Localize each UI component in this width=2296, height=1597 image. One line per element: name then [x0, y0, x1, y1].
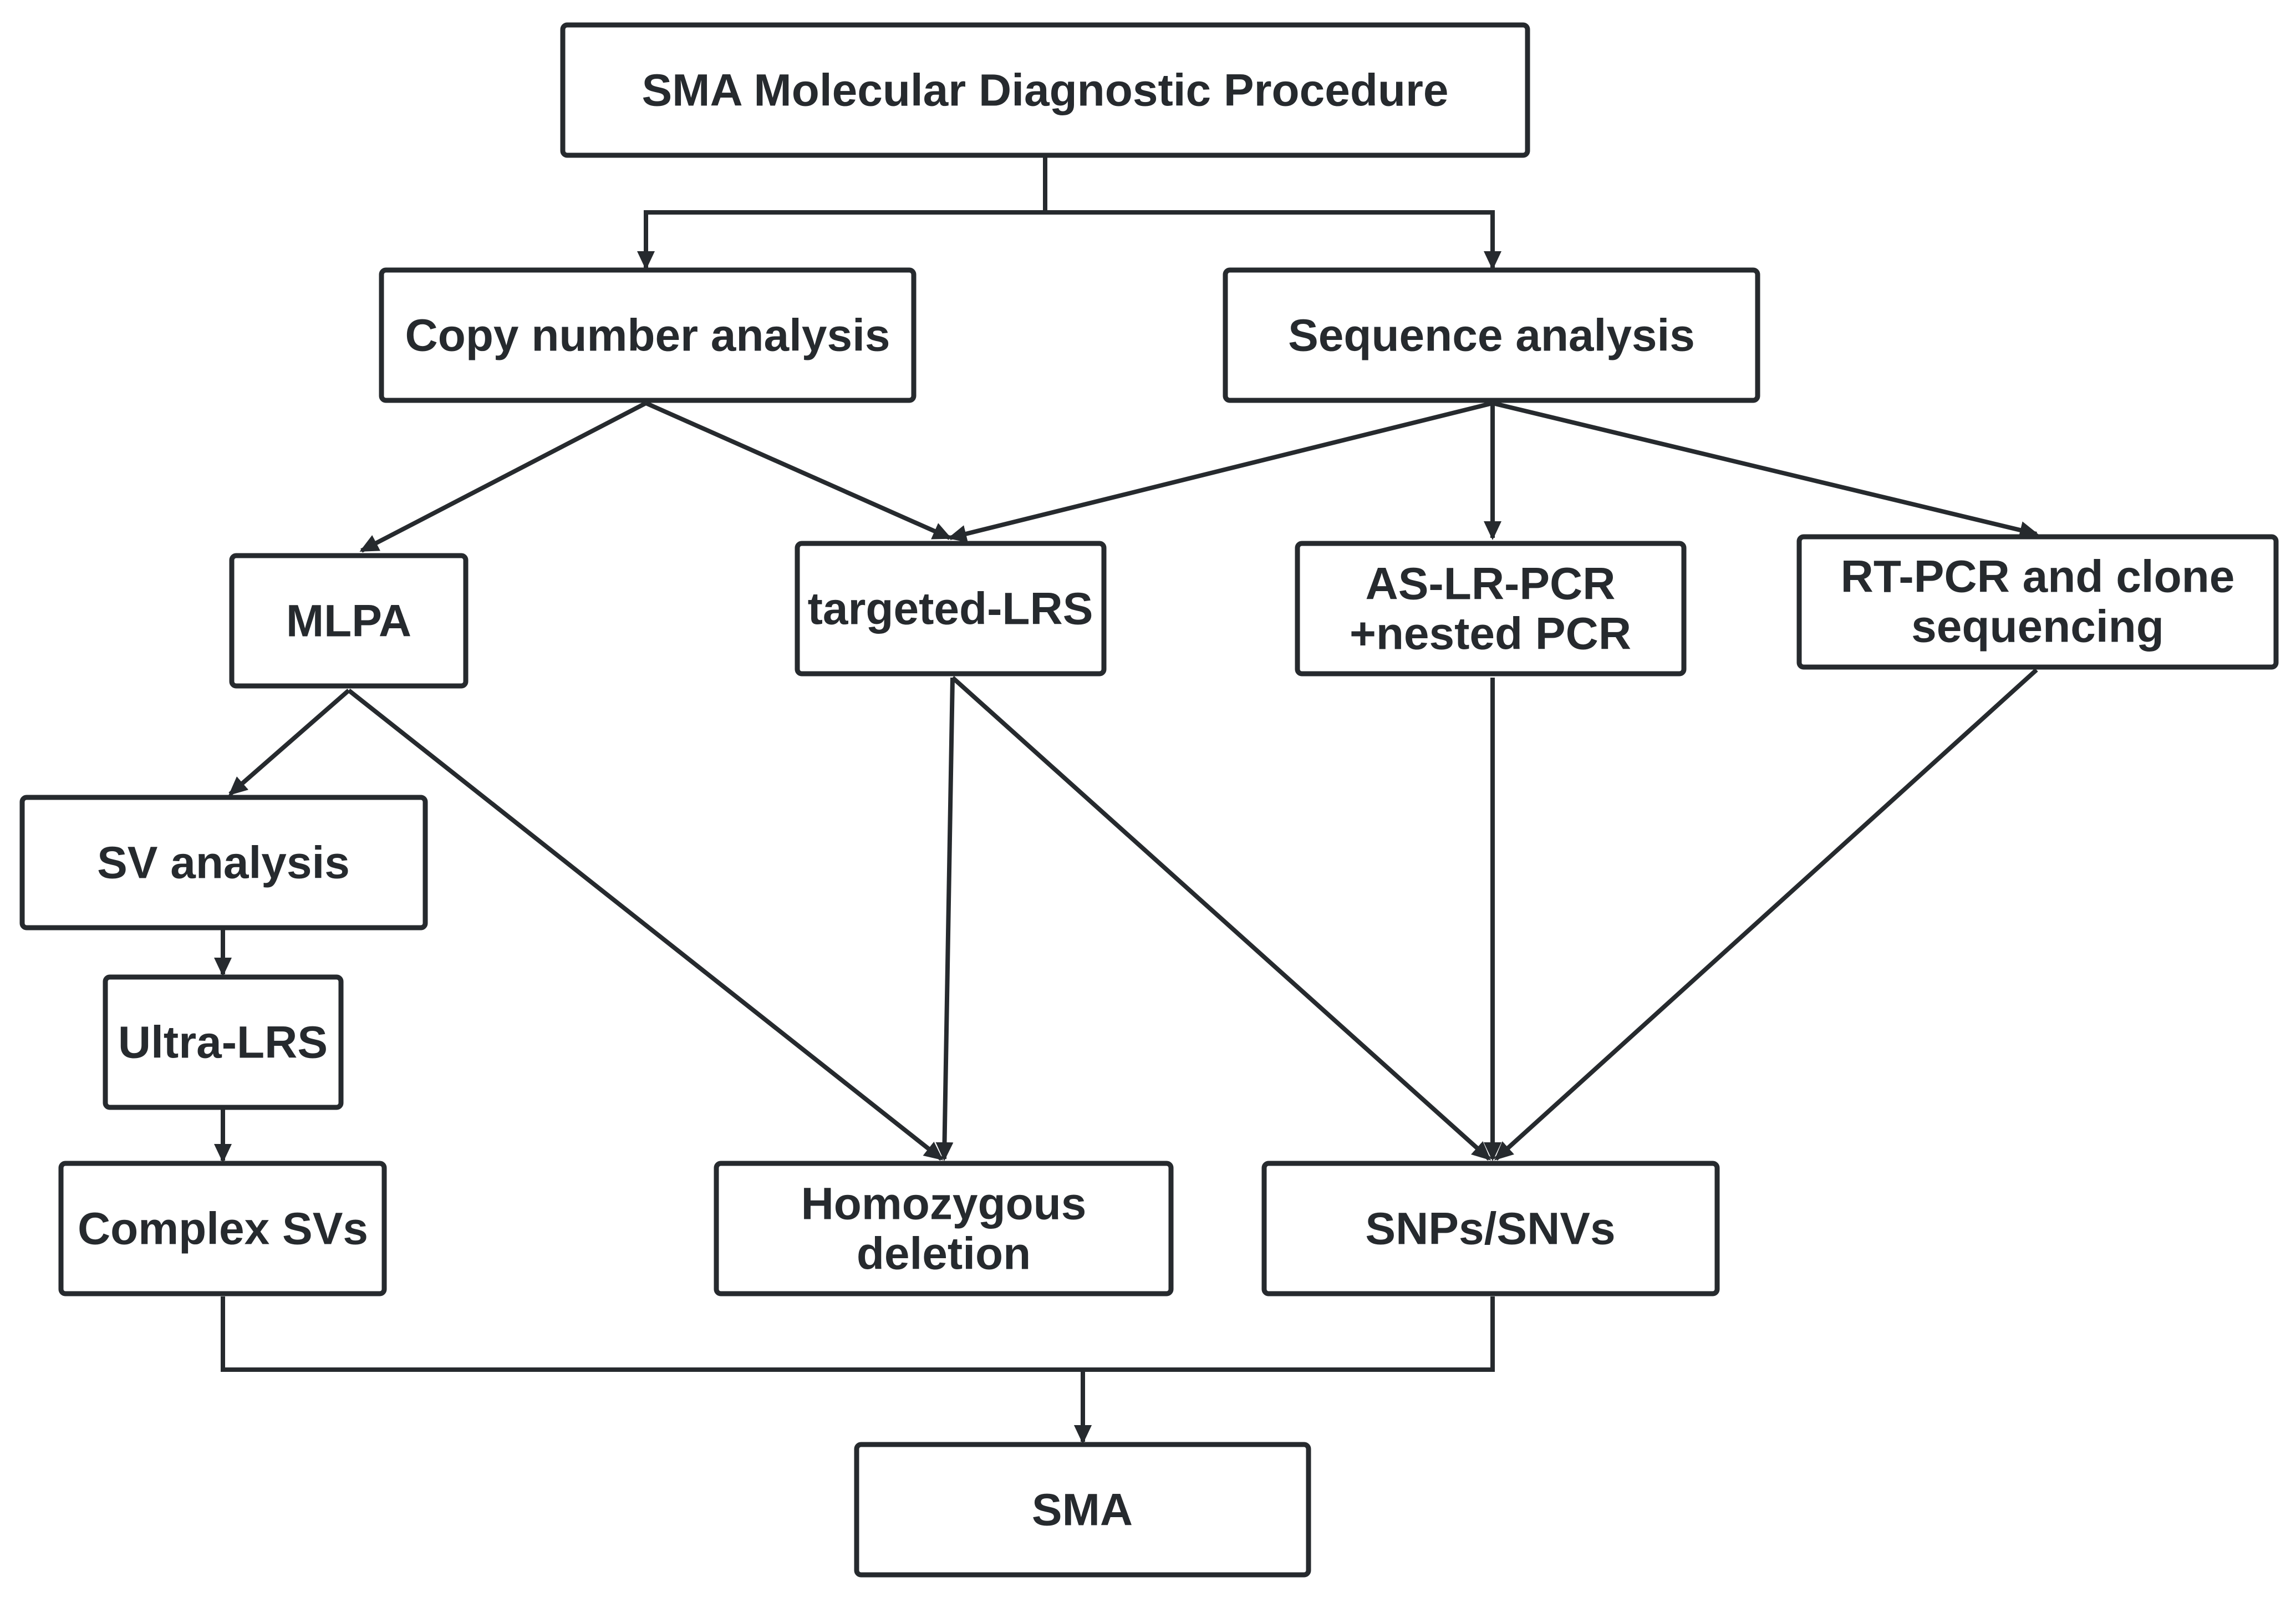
edge-procedure-to-copy-number — [637, 155, 1047, 270]
node-homozygous-label-line2: deletion — [857, 1229, 1031, 1279]
edge-complex-svs-to-sma — [221, 1296, 1092, 1444]
node-procedure: SMA Molecular Diagnostic Procedure — [560, 22, 1530, 158]
edge-targeted-lrs-to-snps — [951, 676, 1491, 1161]
edge-sequence-to-rt-pcr — [1492, 401, 2039, 539]
node-complex-svs-box — [58, 1161, 387, 1296]
node-as-lr-pcr-label-line1: AS-LR-PCR — [1366, 559, 1616, 609]
node-homozygous-box — [714, 1161, 1174, 1296]
edge-mlpa-to-homozygous — [347, 688, 944, 1161]
node-ultra-lrs: Ultra-LRS — [103, 974, 344, 1110]
node-homozygous: Homozygous deletion — [714, 1161, 1174, 1296]
node-sma-label: SMA — [1032, 1485, 1133, 1535]
node-sequence-box — [1223, 267, 1760, 403]
node-ultra-lrs-box — [103, 974, 344, 1110]
node-rt-pcr-box — [1796, 534, 2279, 670]
edge-snps-to-sma — [1074, 1296, 1495, 1444]
edge-mlpa-to-sv-analysis — [228, 688, 350, 796]
node-complex-svs: Complex SVs — [58, 1161, 387, 1296]
node-sv-analysis-label: SV analysis — [97, 838, 350, 888]
node-snps-box — [1261, 1161, 1720, 1296]
node-rt-pcr-label-line1: RT-PCR and clone — [1841, 552, 2235, 602]
node-copy-number: Copy number analysis — [379, 267, 917, 403]
edge-copy-number-to-targeted-lrs — [645, 401, 952, 540]
node-rt-pcr: RT-PCR and clone sequencing — [1796, 534, 2279, 670]
node-rt-pcr-label-line2: sequencing — [1911, 602, 2164, 652]
node-snps: SNPs/SNVs — [1261, 1161, 1720, 1296]
node-snps-label: SNPs/SNVs — [1365, 1204, 1615, 1254]
node-mlpa: MLPA — [229, 553, 469, 689]
node-targeted-lrs-label: targeted-LRS — [808, 584, 1093, 634]
node-sma-box — [854, 1442, 1311, 1578]
node-sequence-label: Sequence analysis — [1288, 311, 1695, 361]
node-sequence: Sequence analysis — [1223, 267, 1760, 403]
node-procedure-box — [560, 22, 1530, 158]
node-homozygous-label-line1: Homozygous — [801, 1179, 1087, 1229]
edges — [214, 155, 2039, 1444]
node-procedure-label: SMA Molecular Diagnostic Procedure — [642, 65, 1448, 116]
edge-rt-pcr-to-snps — [1494, 668, 2038, 1161]
node-targeted-lrs: targeted-LRS — [795, 541, 1107, 677]
node-complex-svs-label: Complex SVs — [78, 1204, 368, 1254]
node-mlpa-box — [229, 553, 469, 689]
edge-procedure-to-sequence — [1043, 155, 1501, 270]
node-copy-number-label: Copy number analysis — [405, 311, 890, 361]
node-sma: SMA — [854, 1442, 1311, 1578]
node-sv-analysis: SV analysis — [19, 795, 428, 930]
node-mlpa-label: MLPA — [286, 596, 411, 647]
node-as-lr-pcr: AS-LR-PCR +nested PCR — [1295, 541, 1687, 677]
node-ultra-lrs-label: Ultra-LRS — [118, 1018, 328, 1068]
edge-targeted-lrs-to-homozygous — [935, 677, 955, 1161]
node-copy-number-box — [379, 267, 917, 403]
node-as-lr-pcr-box — [1295, 541, 1687, 677]
node-sv-analysis-box — [19, 795, 428, 930]
edge-copy-number-to-mlpa — [359, 401, 647, 553]
node-targeted-lrs-box — [795, 541, 1107, 677]
edge-sequence-to-targeted-lrs — [948, 401, 1493, 543]
node-as-lr-pcr-label-line2: +nested PCR — [1350, 609, 1631, 659]
